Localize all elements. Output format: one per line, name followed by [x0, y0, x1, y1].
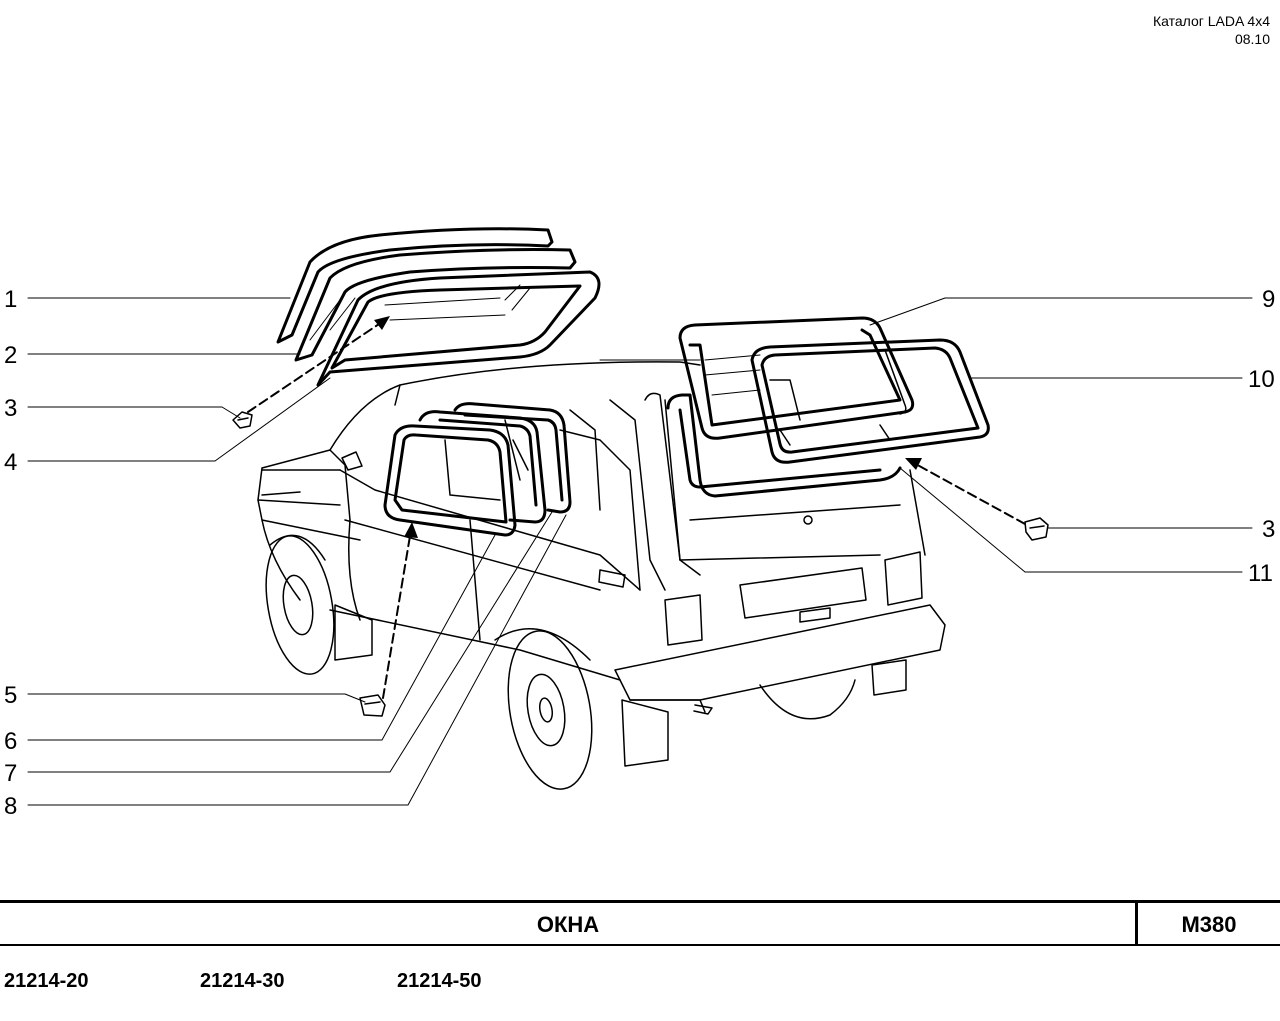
- door-window-seal-1: [383, 424, 517, 537]
- door-window-seal-2: [453, 402, 572, 514]
- door-window-guide: [504, 409, 601, 511]
- catalog-header: Каталог LADA 4x4 08.10: [1153, 12, 1270, 48]
- callout-10: 10: [1248, 366, 1275, 393]
- tailgate-window-glass: [666, 354, 902, 498]
- callout-4: 4: [4, 449, 17, 476]
- catalog-date: 08.10: [1234, 31, 1270, 47]
- callout-labels: 1 2 3 4 5 6 7 8 9 10 3 11: [4, 286, 1275, 820]
- rear-side-window-seal-inner: [316, 270, 601, 387]
- leader-lines: [27, 297, 1253, 806]
- clip-left: [232, 411, 253, 429]
- callout-8: 8: [4, 793, 17, 820]
- footer-divider: [1135, 903, 1138, 945]
- assembly-arrows: [247, 321, 1026, 699]
- model-code-2: 21214-30: [200, 970, 285, 992]
- callout-5: 5: [4, 682, 17, 709]
- catalog-title: Каталог LADA 4x4: [1152, 13, 1270, 29]
- clip-door: [359, 694, 386, 717]
- section-code: М380: [1181, 912, 1237, 937]
- callout-2: 2: [4, 342, 17, 369]
- rear-side-window-seal-outer: [276, 227, 554, 344]
- callout-11: 11: [1248, 560, 1273, 587]
- clip-right: [1024, 517, 1049, 541]
- car-body: [257, 361, 946, 790]
- section-title: ОКНА: [536, 912, 600, 937]
- rear-side-window-glass: [294, 248, 577, 362]
- door-window-glass: [418, 410, 547, 524]
- model-code-3: 21214-50: [397, 970, 482, 992]
- model-code-1: 21214-20: [4, 970, 89, 992]
- callout-1: 1: [4, 286, 17, 313]
- callout-3-left: 3: [4, 395, 17, 422]
- callout-7: 7: [4, 760, 17, 787]
- callout-6: 6: [4, 728, 17, 755]
- footer-top-rule: [0, 900, 1280, 903]
- callout-9: 9: [1262, 286, 1275, 313]
- callout-3-right: 3: [1262, 516, 1275, 543]
- windows-exploded-diagram: 1 2 3 4 5 6 7 8 9 10 3 11: [4, 227, 1275, 820]
- footer-bottom-rule: [0, 944, 1280, 946]
- arrow-heads: [374, 316, 922, 538]
- tailgate-window-seal-inner: [750, 338, 990, 464]
- tailgate-window-seal-outer: [678, 316, 915, 440]
